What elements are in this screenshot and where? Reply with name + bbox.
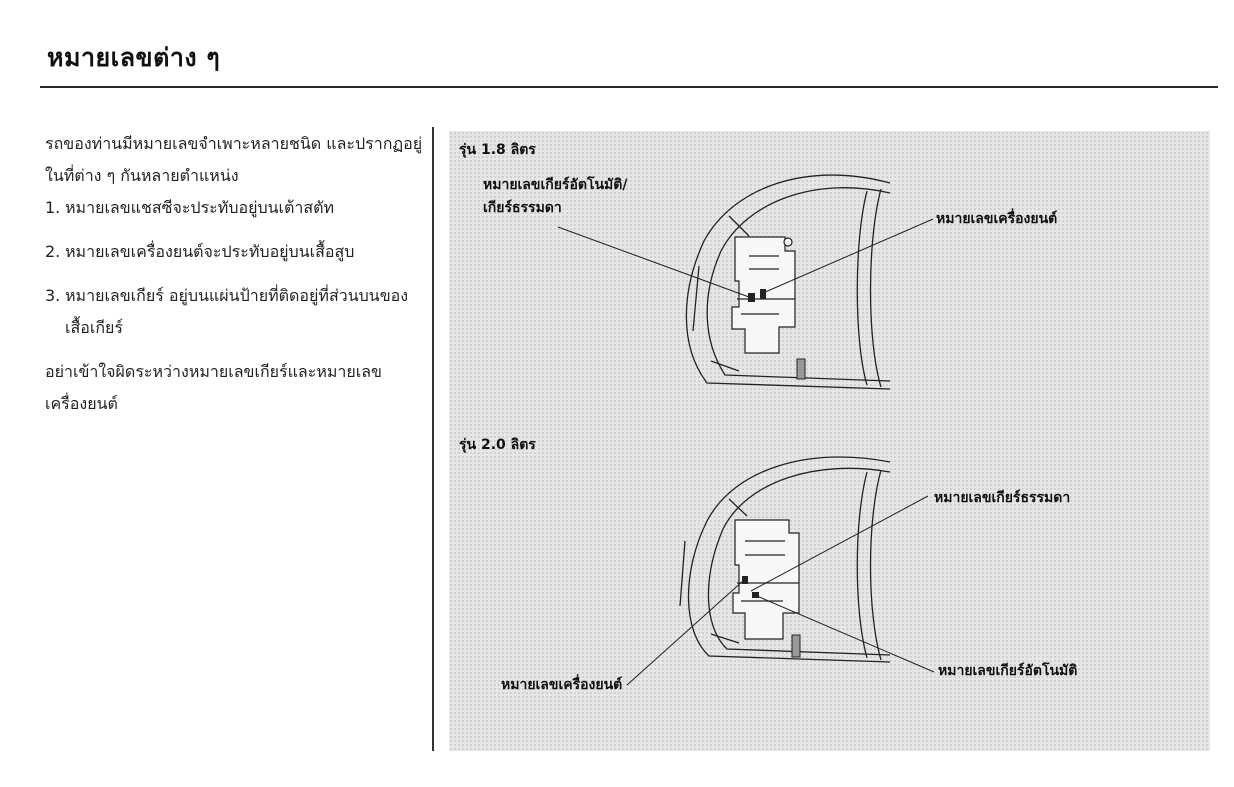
car-2-outline: [679, 456, 891, 663]
chassis-mark-2: [791, 634, 801, 658]
left-column: รถของท่านมีหมายเลขจำเพาะหลายชนิด และปราก…: [45, 128, 425, 420]
list-item: 1. หมายเลขแชสซีจะประทับอยู่บนเต้าสตัท: [45, 192, 425, 224]
engine-stamp-2: [742, 576, 748, 584]
transmission-plate-2: [752, 592, 759, 598]
manual-transmission-label-2: หมายเลขเกียร์ธรรมดา: [934, 490, 1071, 506]
engine-stamp-1: [760, 289, 766, 299]
intro-paragraph: รถของท่านมีหมายเลขจำเพาะหลายชนิด และปราก…: [45, 134, 423, 185]
model-2-heading: รุ่น 2.0 ลิตร: [459, 437, 536, 453]
list-number: 2.: [45, 242, 61, 261]
page-title: หมายเลขต่าง ๆ: [47, 43, 221, 72]
list-number: 1.: [45, 198, 61, 217]
column-divider: [432, 127, 434, 751]
list-number: 3.: [45, 286, 61, 305]
transmission-label-1: หมายเลขเกียร์อัตโนมัติ/ เกียร์ธรรมดา: [483, 174, 627, 220]
warning-paragraph: อย่าเข้าใจผิดระหว่างหมายเลขเกียร์และหมาย…: [45, 362, 382, 413]
leader-lines-2: [626, 495, 935, 686]
model-1-heading: รุ่น 1.8 ลิตร: [459, 142, 536, 158]
engine-label-1: หมายเลขเครื่องยนต์: [936, 211, 1058, 227]
transmission-label-1-line2: เกียร์ธรรมดา: [483, 200, 562, 216]
engine-bay-diagram: [557, 174, 935, 686]
automatic-transmission-label-2: หมายเลขเกียร์อัตโนมัติ: [938, 663, 1078, 679]
list-item: 2. หมายเลขเครื่องยนต์จะประทับอยู่บนเสื้อ…: [45, 236, 425, 268]
engine-label-2: หมายเลขเครื่องยนต์: [501, 677, 623, 693]
list-text: หมายเลขแชสซีจะประทับอยู่บนเต้าสตัท: [65, 198, 335, 217]
transmission-label-1-line1: หมายเลขเกียร์อัตโนมัติ/: [483, 177, 628, 193]
list-item: 3. หมายเลขเกียร์ อยู่บนแผ่นป้ายที่ติดอยู…: [45, 280, 425, 344]
list-text: หมายเลขเครื่องยนต์จะประทับอยู่บนเสื้อสูบ: [65, 242, 355, 261]
title-rule: [40, 86, 1218, 88]
car-1-outline: [685, 174, 891, 390]
list-text: หมายเลขเกียร์ อยู่บนแผ่นป้ายที่ติดอยู่ที…: [65, 286, 409, 337]
diagram-panel: รุ่น 1.8 ลิตร หมายเลขเกียร์อัตโนมัติ/ เก…: [449, 131, 1210, 751]
transmission-plate-1: [748, 293, 755, 302]
chassis-mark-1: [796, 358, 806, 380]
leader-lines-1: [557, 218, 934, 298]
